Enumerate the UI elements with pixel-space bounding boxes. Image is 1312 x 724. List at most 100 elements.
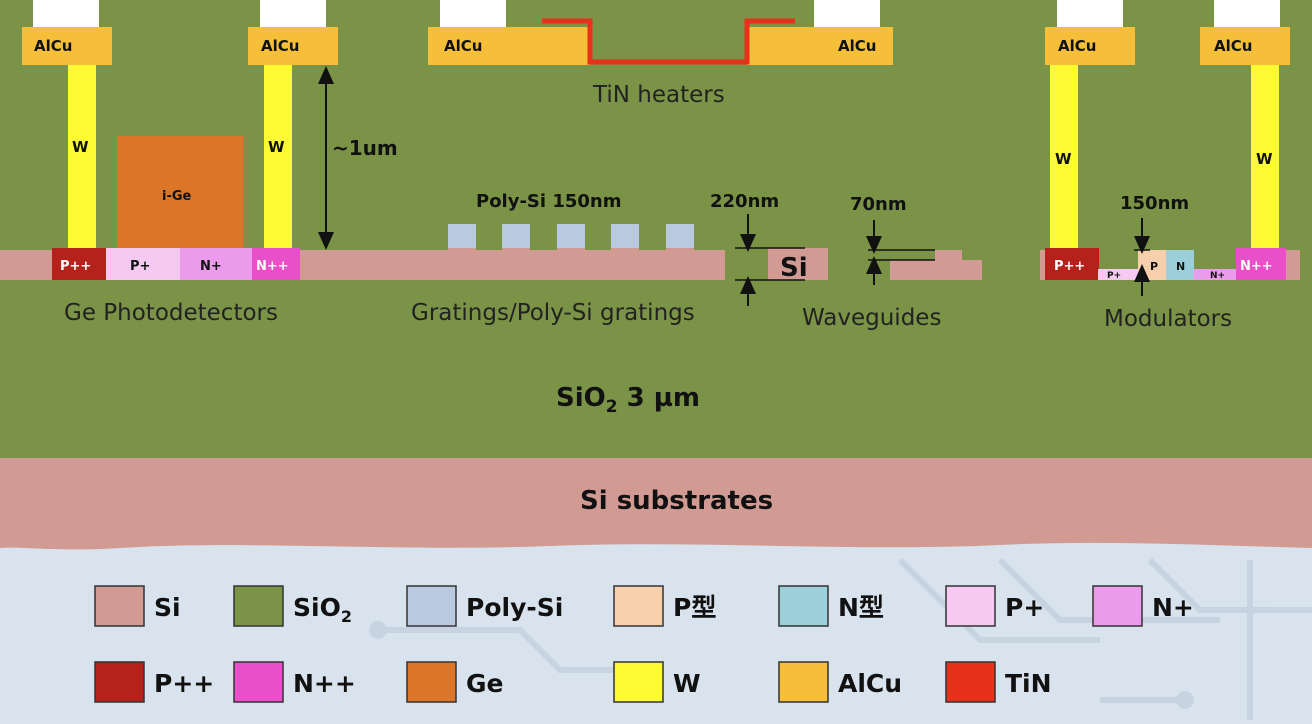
legend-swatch <box>778 661 829 703</box>
n-type-region <box>1166 250 1194 280</box>
legend-label: W <box>673 669 701 698</box>
legend-label: AlCu <box>838 669 902 698</box>
p-plus-plus-region <box>1045 248 1099 280</box>
thickness-220-label: 220nm <box>710 191 779 212</box>
legend-label: N型 <box>838 593 884 622</box>
legend-swatch <box>945 661 996 703</box>
w-via <box>1251 64 1279 250</box>
thickness-70-label: 70nm <box>850 194 907 215</box>
thickness-150-label: 150nm <box>1120 193 1189 214</box>
n-label: N <box>1176 260 1185 273</box>
n-plus-label: N+ <box>200 259 222 274</box>
legend-swatch <box>613 661 664 703</box>
rib-waveguide <box>890 260 982 280</box>
w-label: W <box>268 138 285 156</box>
p-plus-plus-label: P++ <box>60 259 91 274</box>
legend-swatch <box>1092 585 1143 627</box>
legend-label: P+ <box>1005 593 1044 622</box>
n-plus-region <box>1194 269 1236 280</box>
legend-swatch <box>406 585 457 627</box>
n-plus-plus-label: N++ <box>256 259 289 274</box>
legend-item: AlCu <box>778 661 902 703</box>
pad-openings <box>33 0 1280 28</box>
legend-label: N++ <box>293 669 356 698</box>
alcu-label: AlCu <box>261 37 299 55</box>
legend-swatch <box>94 585 145 627</box>
p-plus-label: P+ <box>130 259 150 274</box>
legend-swatch <box>406 661 457 703</box>
n-plus-plus-region <box>252 248 300 280</box>
n-plus-plus-label: N++ <box>1240 259 1273 274</box>
legend-item: N++ <box>233 661 356 703</box>
legend-label: Si <box>154 593 181 622</box>
p-plus-region <box>1098 269 1138 280</box>
ige-block <box>117 136 243 250</box>
alcu-pad <box>428 27 590 65</box>
legend-swatch <box>233 585 284 627</box>
legend-swatch <box>233 661 284 703</box>
alcu-label: AlCu <box>838 37 876 55</box>
ige-label: i-Ge <box>162 189 192 204</box>
legend-item: Ge <box>406 661 503 703</box>
p-label: P <box>1150 260 1158 273</box>
gratings-label: Gratings/Poly-Si gratings <box>411 300 695 326</box>
w-label: W <box>72 138 89 156</box>
p-plus-plus-label: P++ <box>1054 259 1085 274</box>
legend-label: Ge <box>466 669 503 698</box>
legend-item: N型 <box>778 585 884 627</box>
poly-si-thickness-label: Poly-Si 150nm <box>476 191 621 212</box>
w-label: W <box>1055 150 1072 168</box>
poly-si-blocks <box>448 224 694 248</box>
legend-item: TiN <box>945 661 1052 703</box>
legend-item: Poly-Si <box>406 585 563 627</box>
si-label: Si <box>780 253 808 283</box>
w-label: W <box>1256 150 1273 168</box>
si-substrate-label: Si substrates <box>580 486 773 516</box>
sio2-thickness-label: SiO2 3 µm <box>556 383 700 417</box>
waveguides-label: Waveguides <box>802 305 941 331</box>
tin-heaters-label: TiN heaters <box>592 82 725 108</box>
legend-item: P型 <box>613 585 716 627</box>
legend-swatch <box>613 585 664 627</box>
legend-item: W <box>613 661 701 703</box>
legend-swatch <box>945 585 996 627</box>
ge-photodetectors-label: Ge Photodetectors <box>64 300 278 326</box>
n-plus-plus-region <box>1236 248 1286 280</box>
legend-label: N+ <box>1152 593 1194 622</box>
alcu-pad <box>1200 27 1290 65</box>
alcu-label: AlCu <box>1214 37 1252 55</box>
legend-label: Poly-Si <box>466 593 563 622</box>
p-plus-label: P+ <box>1107 271 1121 281</box>
alcu-pad <box>22 27 112 65</box>
legend-item: Si <box>94 585 181 627</box>
tin-heater <box>542 18 795 65</box>
alcu-pad <box>747 27 893 65</box>
legend-item: P++ <box>94 661 214 703</box>
n-plus-label: N+ <box>1210 271 1225 281</box>
rib-top <box>935 250 962 260</box>
alcu-pad <box>1045 27 1135 65</box>
legend-swatch <box>94 661 145 703</box>
alcu-label: AlCu <box>34 37 72 55</box>
grating-teeth <box>448 248 694 258</box>
circuit-pattern <box>369 557 1312 720</box>
modulators-label: Modulators <box>1104 306 1232 332</box>
n-plus-region <box>180 248 252 280</box>
legend-item: N+ <box>1092 585 1194 627</box>
legend-label: TiN <box>1005 669 1052 698</box>
legend-label: P++ <box>154 669 214 698</box>
legend-label: P型 <box>673 593 716 622</box>
height-label: ~1um <box>332 136 398 160</box>
si-substrate <box>0 455 1312 550</box>
grating-base <box>440 258 725 280</box>
legend-item: P+ <box>945 585 1044 627</box>
alcu-label: AlCu <box>1058 37 1096 55</box>
w-via <box>264 64 292 250</box>
w-via <box>1050 64 1078 250</box>
p-plus-plus-region <box>52 248 106 280</box>
p-plus-region <box>106 248 180 280</box>
w-via <box>68 64 96 250</box>
alcu-label: AlCu <box>444 37 482 55</box>
